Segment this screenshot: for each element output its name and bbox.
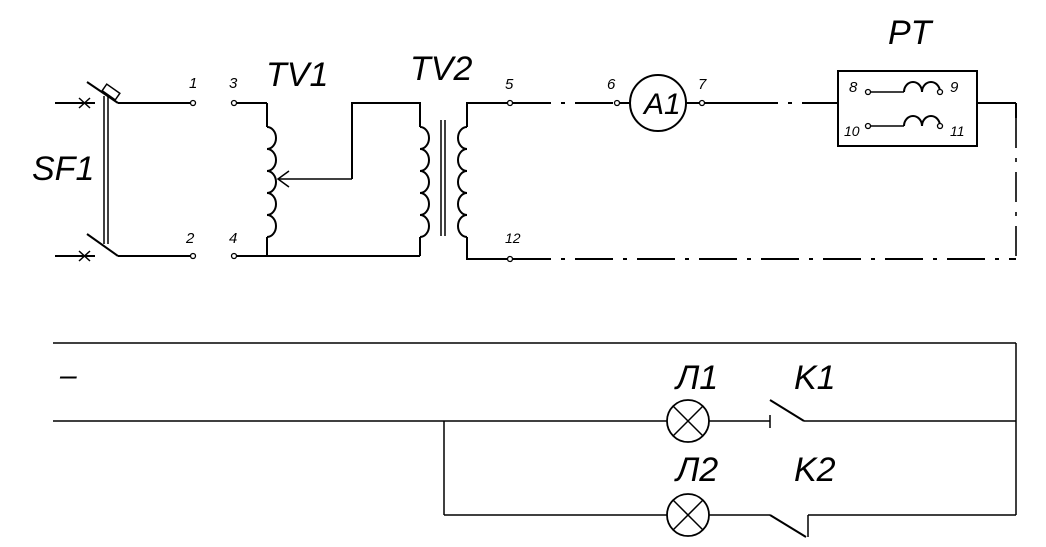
terminal-label-1: 1 <box>189 75 197 92</box>
breaker-sf1 <box>55 81 190 262</box>
k1-moving-contact <box>769 399 805 422</box>
terminal-label-11: 11 <box>950 123 965 139</box>
autotransformer-tv1 <box>237 102 421 257</box>
tv1-slider-arrow <box>276 170 290 188</box>
terminal-label-12: 12 <box>505 230 521 246</box>
terminal-label-7: 7 <box>698 76 707 93</box>
pt-coil-1 <box>903 81 941 93</box>
terminal-4 <box>230 252 238 260</box>
tv2-primary-winding <box>419 126 430 238</box>
label-sf1: SF1 <box>32 150 94 188</box>
label-a1: A1 <box>642 88 681 121</box>
lamp-l2-cross-b <box>672 499 704 531</box>
terminal-label-10: 10 <box>844 123 860 139</box>
terminal-1 <box>189 99 197 107</box>
signal-circuit <box>53 342 1017 538</box>
label-tv1: TV1 <box>266 56 328 94</box>
terminal-2 <box>189 252 197 260</box>
sf1-contact-top <box>86 81 119 104</box>
terminal-label-9: 9 <box>950 79 959 96</box>
terminal-10 <box>864 122 872 130</box>
terminal-6 <box>613 99 621 107</box>
terminal-label-6: 6 <box>607 76 616 93</box>
lamp-l1-cross-b <box>672 405 704 437</box>
label-minus: – <box>59 359 77 392</box>
tv2-secondary-winding <box>457 126 468 238</box>
transformer-tv2 <box>419 102 508 260</box>
terminal-8 <box>864 88 872 96</box>
relay-pt: 8 9 10 11 <box>837 70 978 147</box>
tv1-to-tv2-lead <box>351 102 421 179</box>
sf1-contact-bottom <box>86 233 119 257</box>
sf1-cross-bottom-b <box>78 250 91 262</box>
pt-coil-2 <box>903 115 941 127</box>
k2-moving-contact <box>769 514 807 538</box>
label-l1: Л1 <box>674 359 718 397</box>
tv2-secondary-top <box>466 102 508 127</box>
label-tv2: TV2 <box>410 50 472 88</box>
tv1-winding <box>266 126 277 238</box>
terminal-11 <box>936 122 944 130</box>
tv2-secondary-bottom <box>466 237 508 260</box>
label-k1: K1 <box>794 359 836 397</box>
terminal-label-4: 4 <box>229 230 237 247</box>
terminal-label-5: 5 <box>505 76 514 93</box>
terminal-12 <box>506 255 514 263</box>
terminal-5 <box>506 99 514 107</box>
label-k2: K2 <box>794 451 836 489</box>
terminal-label-2: 2 <box>185 230 195 247</box>
label-pt: PT <box>888 14 934 52</box>
terminal-label-8: 8 <box>849 79 858 96</box>
terminal-3 <box>230 99 238 107</box>
label-l2: Л2 <box>674 451 718 489</box>
terminal-9 <box>936 88 944 96</box>
terminal-label-3: 3 <box>229 75 238 92</box>
sf1-latch <box>101 83 121 101</box>
sf1-cross-top-b <box>78 97 91 109</box>
terminal-7 <box>698 99 706 107</box>
